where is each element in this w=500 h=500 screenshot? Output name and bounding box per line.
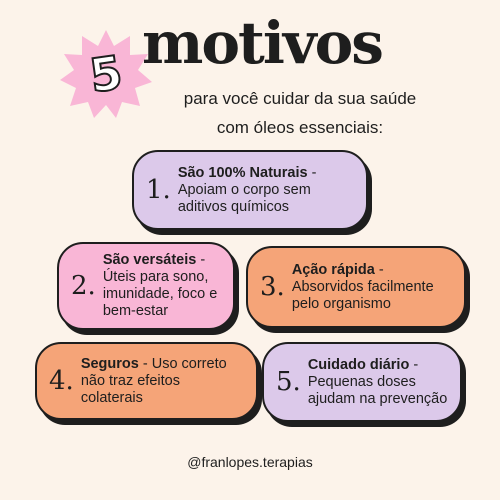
reason-separator: - bbox=[307, 164, 317, 181]
reason-separator: - bbox=[138, 355, 152, 372]
page-title: motivos bbox=[142, 9, 384, 77]
reason-text: Seguros - Uso correto não traz efeitos c… bbox=[81, 356, 246, 407]
reason-card-5: 5. Cuidado diário - Pequenas doses ajuda… bbox=[262, 342, 462, 422]
number-badge: 5 bbox=[60, 28, 152, 120]
reason-title: São versáteis bbox=[102, 252, 197, 268]
reason-separator: - bbox=[374, 261, 384, 278]
reason-number: 3. bbox=[260, 272, 285, 302]
reason-title: Ação rápida bbox=[291, 261, 375, 278]
reason-number: 5. bbox=[276, 367, 301, 397]
reason-number: 1. bbox=[146, 175, 171, 205]
reason-card-3: 3. Ação rápida - Absorvidos facilmente p… bbox=[246, 246, 466, 328]
reason-title: Cuidado diário bbox=[307, 356, 410, 373]
reason-card-1: 1. São 100% Naturais - Apoiam o corpo se… bbox=[132, 150, 368, 230]
reason-text: São versáteis - Úteis para sono, imunida… bbox=[103, 252, 231, 320]
starburst-icon bbox=[60, 30, 152, 118]
page-subtitle: para você cuidar da sua saúde com óleos … bbox=[140, 84, 460, 142]
reason-body: Absorvidos facilmente pelo organismo bbox=[291, 278, 434, 312]
reason-text: São 100% Naturais - Apoiam o corpo sem a… bbox=[178, 165, 358, 216]
reason-number: 4. bbox=[49, 366, 74, 396]
reason-text: Ação rápida - Absorvidos facilmente pelo… bbox=[292, 262, 457, 313]
reason-text: Cuidado diário - Pequenas doses ajudam n… bbox=[308, 357, 458, 408]
reason-card-4: 4. Seguros - Uso correto não traz efeito… bbox=[35, 342, 258, 420]
reason-title: Seguros bbox=[80, 355, 139, 372]
reason-separator: - bbox=[409, 356, 419, 373]
reason-number: 2. bbox=[71, 271, 96, 301]
subtitle-line-1: para você cuidar da sua saúde bbox=[183, 89, 417, 108]
instagram-handle: @franlopes.terapias bbox=[187, 454, 313, 470]
reason-separator: - bbox=[196, 252, 206, 268]
reason-body: Apoiam o corpo sem aditivos químicos bbox=[177, 181, 311, 215]
reason-body: Pequenas doses ajudam na prevenção bbox=[307, 373, 448, 407]
subtitle-line-2: com óleos essenciais: bbox=[216, 118, 384, 137]
reason-body: Uso correto não traz efeitos colaterais bbox=[80, 355, 227, 406]
reason-title: São 100% Naturais bbox=[177, 164, 308, 181]
reason-body: Úteis para sono, imunidade, foco e bem-e… bbox=[102, 269, 218, 319]
reason-card-2: 2. São versáteis - Úteis para sono, imun… bbox=[57, 242, 235, 330]
